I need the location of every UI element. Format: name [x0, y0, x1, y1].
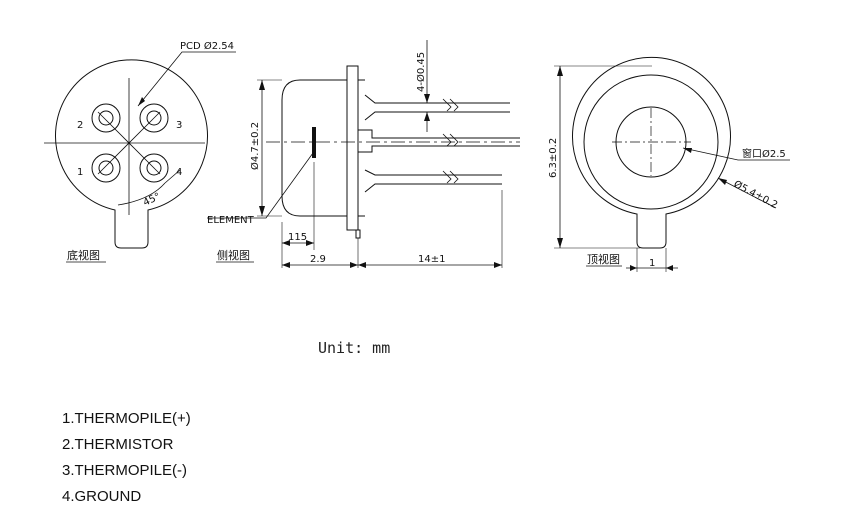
bottom-view	[44, 51, 236, 263]
dim-14-label: 14±1	[418, 254, 445, 265]
dim-115-label: 115	[288, 232, 307, 243]
pin-3-circle	[139, 103, 169, 133]
pin-4-number: 4	[176, 167, 182, 178]
outer-diameter-label: Ø5.4±0.2	[732, 178, 780, 211]
pin-list-item: 1.THERMOPILE(+)	[62, 410, 191, 427]
side-diameter-label: Ø4.7±0.2	[249, 122, 261, 170]
side-view	[207, 40, 520, 268]
bottom-view-caption: 底视图	[67, 248, 100, 262]
top-view-caption: 顶视图	[587, 252, 620, 266]
unit-note: Unit: mm	[318, 339, 391, 357]
window-label: 窗口Ø2.5	[742, 147, 786, 160]
pin-list: 1.THERMOPILE(+) 2.THERMISTOR 3.THERMOPIL…	[62, 406, 191, 510]
can-body	[281, 79, 347, 217]
pcd-label: PCD Ø2.54	[180, 40, 234, 52]
top-height-label: 6.3±0.2	[548, 138, 559, 178]
pin-4-circle	[139, 153, 169, 183]
pin-2-circle	[91, 103, 121, 133]
lead-top	[364, 94, 510, 121]
pin-1-circle	[91, 153, 121, 183]
flange	[346, 65, 359, 231]
side-view-caption: 侧视图	[217, 248, 250, 262]
technical-drawing: PCD Ø2.54 2 3 1 4 45° 底视图 Ø4.7±0.2 4-Ø0.…	[44, 40, 790, 272]
bottom-view-outline	[55, 59, 208, 249]
dim-29-label: 2.9	[310, 254, 326, 265]
lead-diameter-label: 4-Ø0.45	[415, 52, 427, 92]
pin-list-item: 2.THERMISTOR	[62, 436, 174, 453]
top-view	[554, 56, 790, 272]
lead-middle	[358, 129, 520, 153]
pin-3-number: 3	[176, 120, 182, 131]
element-label: ELEMENT	[207, 215, 255, 226]
lead-bottom	[364, 169, 502, 193]
pin-list-item: 3.THERMOPILE(-)	[62, 462, 188, 479]
pin-list-item: 4.GROUND	[62, 488, 142, 505]
pin-2-number: 2	[77, 120, 83, 131]
tab-width-label: 1	[649, 258, 655, 269]
top-view-outline	[572, 56, 731, 249]
pin-1-number: 1	[77, 167, 83, 178]
top-view-inner-ring	[583, 74, 719, 210]
